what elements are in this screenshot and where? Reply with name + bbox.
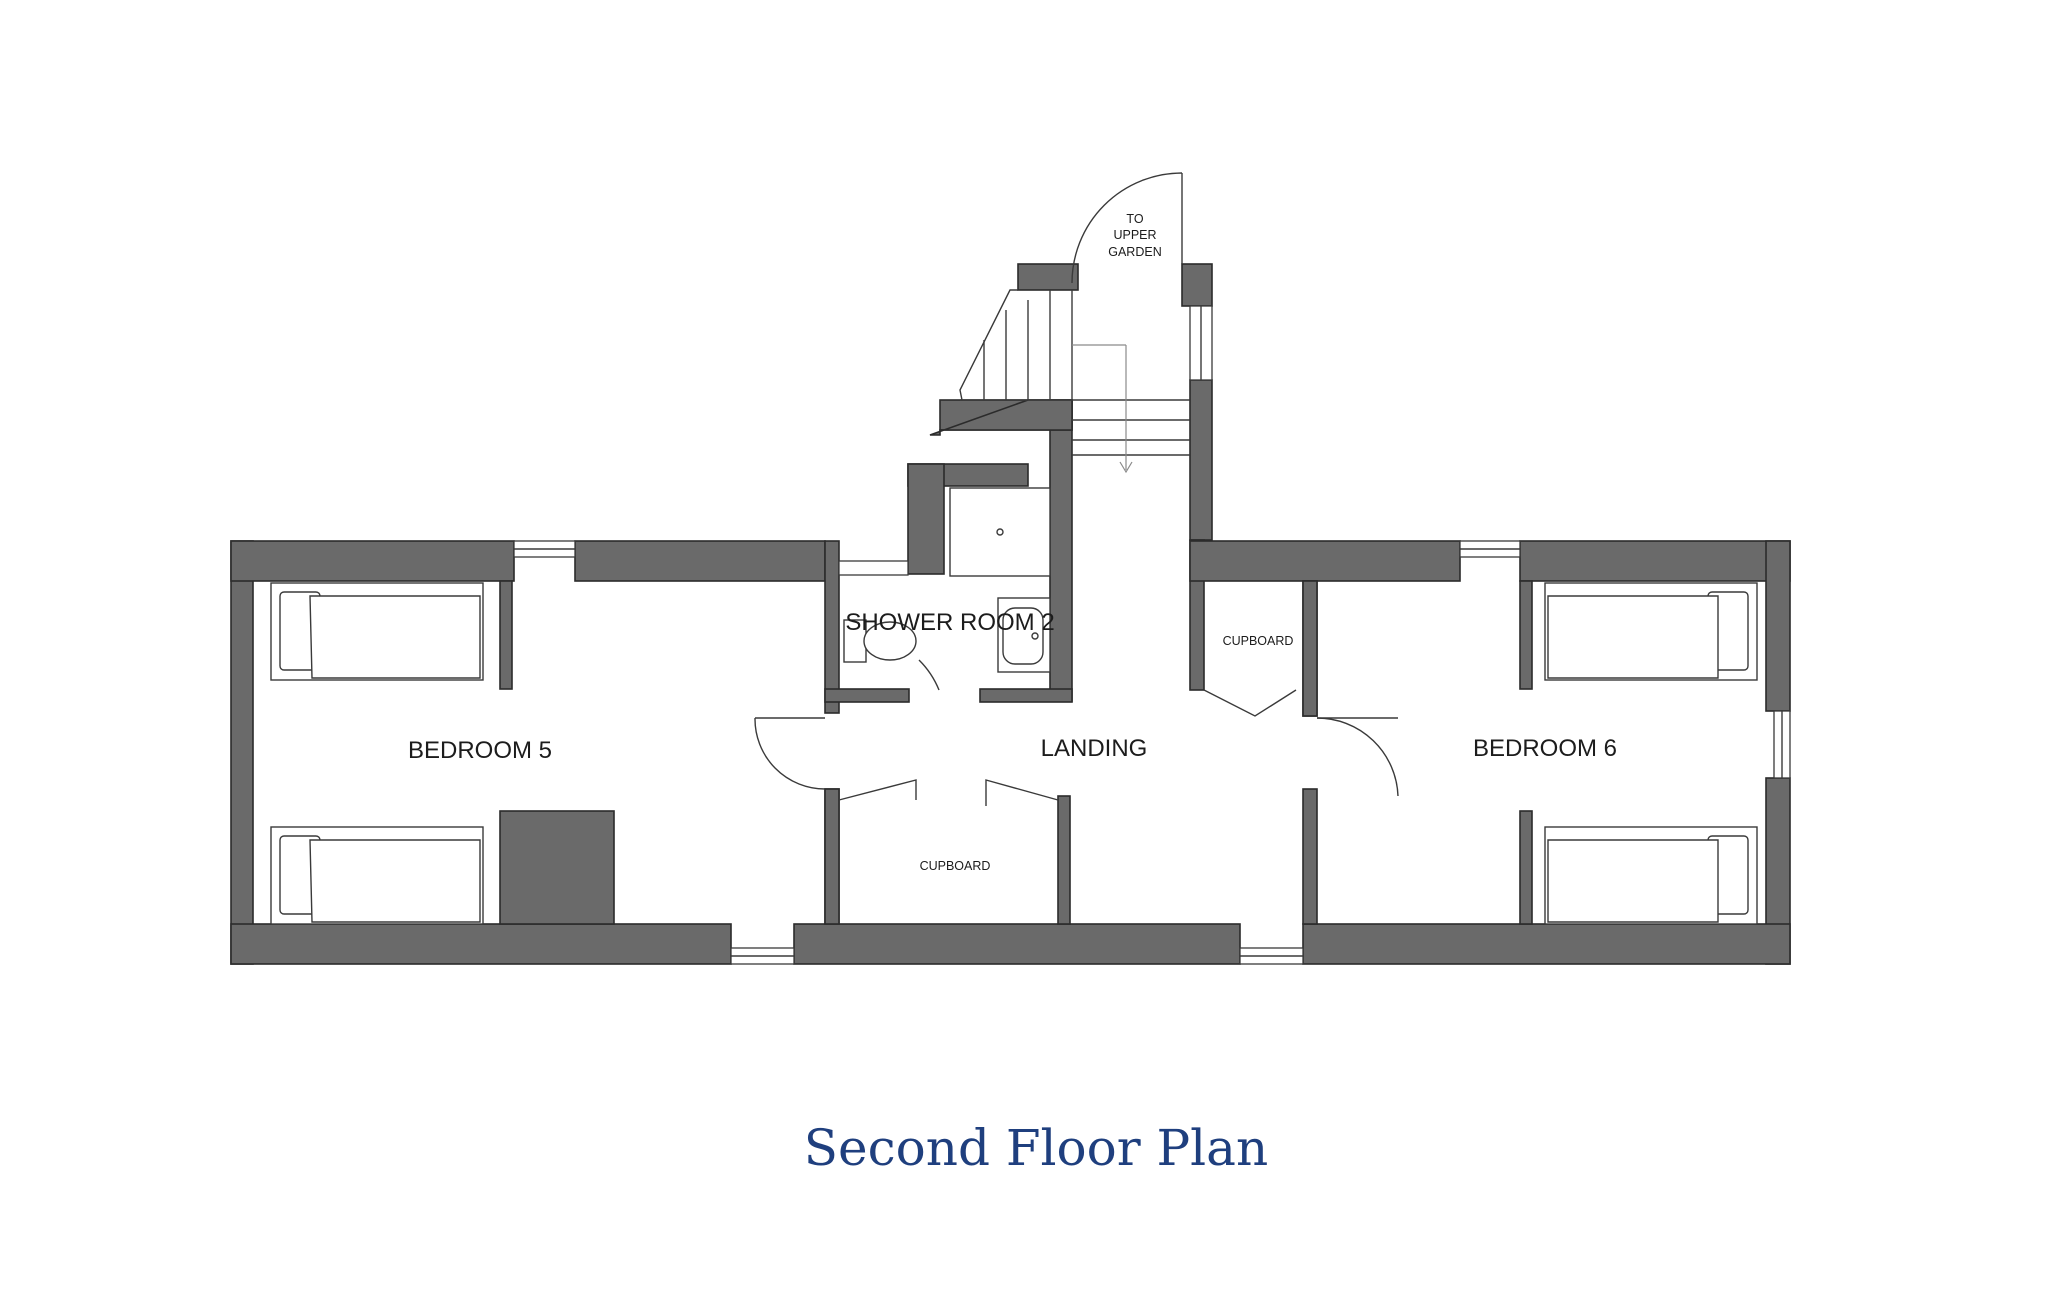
- walls: [230, 263, 1791, 965]
- wall-bottom-bedroom6: [1302, 923, 1791, 965]
- windows: [513, 305, 1791, 965]
- chimney-block: [499, 810, 615, 925]
- doors: [754, 689, 1399, 806]
- wall-top-bedroom5-a: [230, 540, 515, 582]
- wall-top-bedroom5-b: [574, 540, 826, 582]
- wall-right-upper: [1765, 540, 1791, 712]
- basin-bowl: [1002, 607, 1044, 665]
- wall-shower-left: [907, 463, 945, 575]
- door-cupboard-bottom-left: [838, 779, 917, 801]
- wall-cupboard2-right: [1302, 580, 1318, 717]
- shower-fixtures: [843, 487, 1051, 691]
- label-stair-to: TO: [1126, 212, 1143, 226]
- door-arc-upper-garden: [1071, 172, 1183, 284]
- toilet-bowl: [863, 621, 917, 661]
- wall-stair-cap-right: [1181, 263, 1213, 307]
- labels: BEDROOM 5 BEDROOM 6 LANDING SHOWER ROOM …: [408, 212, 1617, 873]
- label-bedroom-5: BEDROOM 5: [408, 737, 552, 764]
- wall-stub-top: [499, 580, 513, 690]
- label-bedroom-6: BEDROOM 6: [1473, 735, 1617, 762]
- wall-bedroom5-right-upper: [824, 540, 840, 714]
- wall-top-bedroom6-a: [1189, 540, 1461, 582]
- label-stair-upper: UPPER: [1113, 228, 1156, 242]
- wall-top-bedroom6-b: [1519, 540, 1791, 582]
- label-stair-garden: GARDEN: [1108, 245, 1161, 259]
- wall-bottom-landing: [793, 923, 1241, 965]
- wall-cupboard-left: [824, 788, 840, 925]
- wall-stair-cap-left: [1017, 263, 1079, 291]
- label-cupboard-bottom: CUPBOARD: [920, 859, 991, 873]
- wall-bedroom6-stub-top: [1519, 580, 1533, 690]
- label-cupboard-right: CUPBOARD: [1223, 634, 1294, 648]
- wall-left: [230, 540, 254, 965]
- label-landing: LANDING: [1041, 735, 1148, 762]
- wall-bedroom6-stub-bottom: [1519, 810, 1533, 925]
- shower-tray: [949, 487, 1051, 577]
- staircase: [959, 172, 1190, 474]
- window-shower: [838, 560, 909, 576]
- beds: [270, 582, 1758, 925]
- door-cupboard-bottom-right: [985, 779, 1059, 806]
- wall-shower-right: [1049, 399, 1073, 702]
- wall-cupboard-right: [1057, 795, 1071, 925]
- wall-bedroom6-left-lower: [1302, 788, 1318, 925]
- wall-shower-bottom-left: [824, 688, 910, 703]
- plan-title: Second Floor Plan: [804, 1119, 1268, 1177]
- wall-bottom-bedroom5: [230, 923, 732, 965]
- door-cupboard-right: [1203, 689, 1297, 717]
- wall-shower-bottom-right: [979, 688, 1073, 703]
- label-shower-room: SHOWER ROOM 2: [845, 609, 1054, 636]
- wall-stair-right: [1189, 379, 1213, 541]
